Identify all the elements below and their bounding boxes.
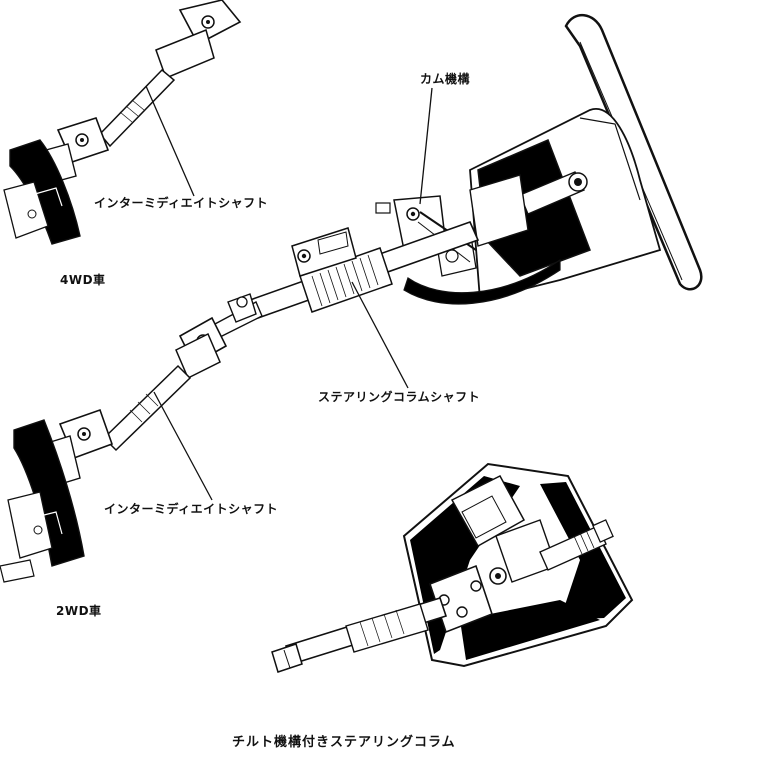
leader-steering-column-shaft [351, 281, 409, 389]
leader-lines [145, 85, 433, 501]
tilt-column-detail [271, 462, 634, 673]
label-4wd: 4WD車 [60, 273, 106, 287]
label-intermediate-shaft-top: インターミディエイトシャフト [94, 196, 269, 210]
figure-caption: チルト機構付きステアリングコラム [232, 735, 456, 750]
label-2wd: 2WD車 [56, 604, 102, 618]
steering-column-shaft [178, 220, 480, 366]
leader-cam-mechanism [419, 87, 433, 205]
label-cam-mechanism: カム機構 [420, 72, 471, 86]
label-steering-column-shaft: ステアリングコラムシャフト [318, 390, 481, 404]
upper-column-housing [375, 108, 662, 305]
intermediate-shaft-4wd [3, 0, 242, 245]
leader-intermediate-top [145, 85, 195, 197]
leader-intermediate-bottom [153, 391, 213, 501]
label-intermediate-shaft-bottom: インターミディエイトシャフト [104, 502, 279, 516]
intermediate-shaft-2wd [0, 332, 221, 583]
